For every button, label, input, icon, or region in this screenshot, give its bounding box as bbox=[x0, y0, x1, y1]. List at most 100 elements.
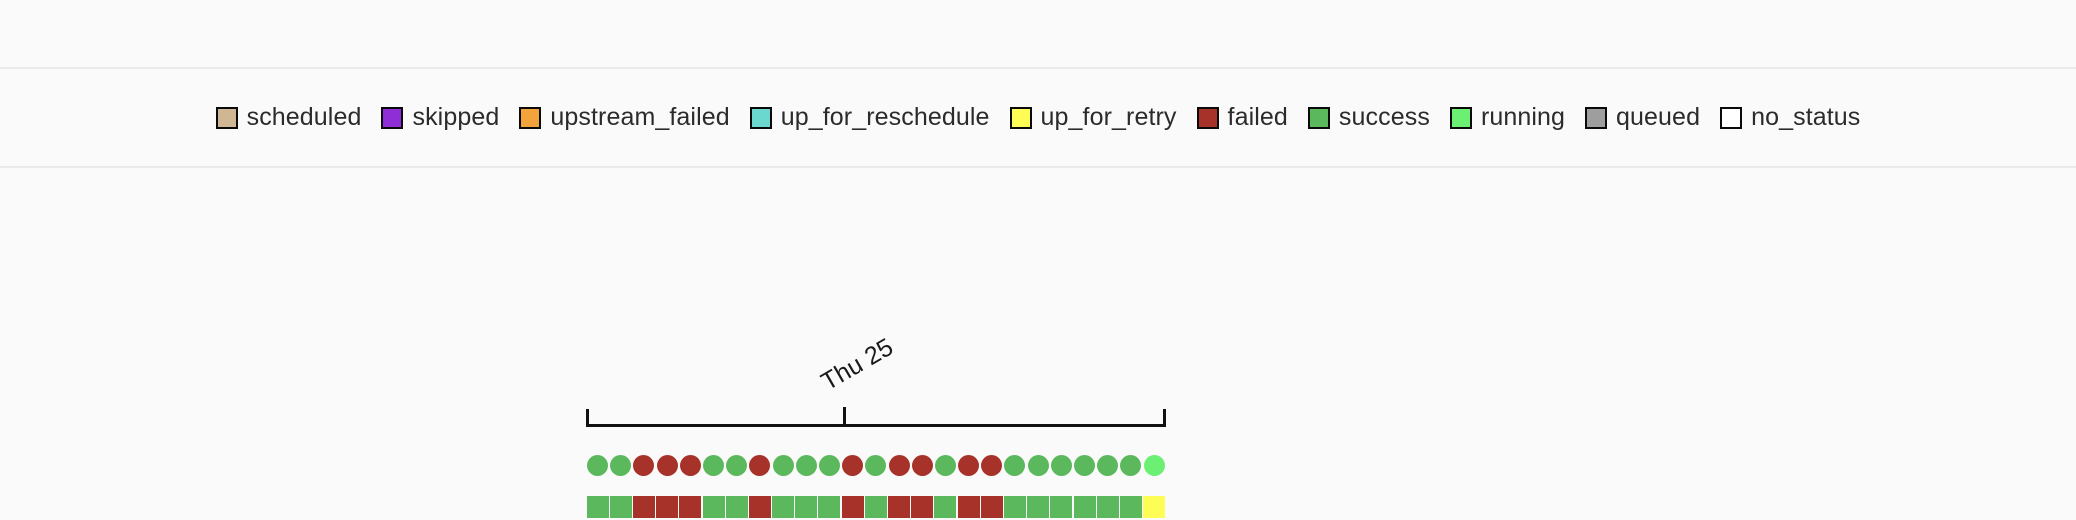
marker-cell[interactable] bbox=[609, 452, 632, 478]
legend-item-up-for-retry[interactable]: up_for_retry bbox=[1009, 105, 1177, 130]
marker-cell[interactable] bbox=[980, 494, 1003, 520]
marker-circle-success[interactable] bbox=[703, 454, 725, 476]
marker-cell[interactable] bbox=[1096, 494, 1119, 520]
legend-item-upstream-failed[interactable]: upstream_failed bbox=[519, 105, 730, 130]
marker-square-success[interactable] bbox=[1073, 496, 1096, 518]
legend-item-failed[interactable]: failed bbox=[1196, 105, 1288, 130]
marker-square-failed[interactable] bbox=[980, 496, 1003, 518]
marker-square-failed[interactable] bbox=[841, 496, 864, 518]
marker-cell[interactable] bbox=[1143, 452, 1166, 478]
marker-cell[interactable] bbox=[772, 494, 795, 520]
marker-cell[interactable] bbox=[1050, 494, 1073, 520]
marker-square-failed[interactable] bbox=[679, 496, 702, 518]
marker-cell[interactable] bbox=[911, 494, 934, 520]
marker-circle-success[interactable] bbox=[795, 454, 817, 476]
marker-circle-success[interactable] bbox=[587, 454, 609, 476]
marker-cell[interactable] bbox=[586, 452, 609, 478]
marker-cell[interactable] bbox=[841, 494, 864, 520]
marker-cell[interactable] bbox=[841, 452, 864, 478]
marker-square-success[interactable] bbox=[609, 496, 632, 518]
marker-cell[interactable] bbox=[818, 452, 841, 478]
marker-square-success[interactable] bbox=[864, 496, 887, 518]
marker-cell[interactable] bbox=[1027, 494, 1050, 520]
marker-circle-success[interactable] bbox=[1027, 454, 1049, 476]
marker-square-success[interactable] bbox=[1119, 496, 1142, 518]
marker-cell[interactable] bbox=[725, 494, 748, 520]
marker-square-success[interactable] bbox=[795, 496, 818, 518]
legend-item-scheduled[interactable]: scheduled bbox=[215, 105, 362, 130]
marker-cell[interactable] bbox=[1143, 494, 1166, 520]
marker-circle-failed[interactable] bbox=[911, 454, 933, 476]
marker-cell[interactable] bbox=[725, 452, 748, 478]
marker-circle-success[interactable] bbox=[1074, 454, 1096, 476]
marker-square-success[interactable] bbox=[1096, 496, 1119, 518]
marker-square-failed[interactable] bbox=[656, 496, 679, 518]
marker-square-failed[interactable] bbox=[957, 496, 980, 518]
marker-square-failed[interactable] bbox=[748, 496, 771, 518]
marker-cell[interactable] bbox=[934, 452, 957, 478]
marker-circle-failed[interactable] bbox=[749, 454, 771, 476]
marker-cell[interactable] bbox=[957, 494, 980, 520]
marker-cell[interactable] bbox=[702, 494, 725, 520]
marker-cell[interactable] bbox=[772, 452, 795, 478]
marker-square-success[interactable] bbox=[1027, 496, 1050, 518]
marker-cell[interactable] bbox=[1096, 452, 1119, 478]
marker-circle-success[interactable] bbox=[1004, 454, 1026, 476]
marker-circle-success[interactable] bbox=[1120, 454, 1142, 476]
marker-cell[interactable] bbox=[795, 452, 818, 478]
marker-square-success[interactable] bbox=[1050, 496, 1073, 518]
legend-item-running[interactable]: running bbox=[1449, 105, 1565, 130]
marker-cell[interactable] bbox=[934, 494, 957, 520]
marker-circle-failed[interactable] bbox=[679, 454, 701, 476]
marker-circle-failed[interactable] bbox=[633, 454, 655, 476]
marker-square-success[interactable] bbox=[702, 496, 725, 518]
marker-cell[interactable] bbox=[864, 494, 887, 520]
marker-cell[interactable] bbox=[702, 452, 725, 478]
marker-square-success[interactable] bbox=[934, 496, 957, 518]
marker-cell[interactable] bbox=[818, 494, 841, 520]
marker-cell[interactable] bbox=[632, 494, 655, 520]
marker-circle-failed[interactable] bbox=[981, 454, 1003, 476]
marker-circle-success[interactable] bbox=[1050, 454, 1072, 476]
marker-cell[interactable] bbox=[887, 494, 911, 520]
marker-cell[interactable] bbox=[1119, 494, 1142, 520]
marker-cell[interactable] bbox=[795, 494, 818, 520]
marker-cell[interactable] bbox=[586, 494, 609, 520]
marker-cell[interactable] bbox=[609, 494, 632, 520]
marker-square-success[interactable] bbox=[818, 496, 841, 518]
marker-circle-success[interactable] bbox=[610, 454, 632, 476]
legend-item-success[interactable]: success bbox=[1307, 105, 1430, 130]
marker-cell[interactable] bbox=[1119, 452, 1142, 478]
marker-circle-failed[interactable] bbox=[656, 454, 678, 476]
marker-square-failed[interactable] bbox=[632, 496, 655, 518]
marker-circle-success[interactable] bbox=[726, 454, 748, 476]
legend-item-queued[interactable]: queued bbox=[1585, 105, 1700, 130]
marker-cell[interactable] bbox=[679, 494, 702, 520]
marker-cell[interactable] bbox=[911, 452, 934, 478]
marker-circle-failed[interactable] bbox=[842, 454, 864, 476]
marker-cell[interactable] bbox=[887, 452, 910, 478]
marker-cell[interactable] bbox=[1027, 452, 1050, 478]
marker-cell[interactable] bbox=[1050, 452, 1073, 478]
marker-cell[interactable] bbox=[748, 494, 771, 520]
marker-square-success[interactable] bbox=[586, 496, 609, 518]
legend-item-no-status[interactable]: no_status bbox=[1720, 105, 1860, 130]
marker-cell[interactable] bbox=[1073, 494, 1096, 520]
marker-cell[interactable] bbox=[1003, 452, 1026, 478]
marker-cell[interactable] bbox=[957, 452, 980, 478]
marker-square-success[interactable] bbox=[1003, 496, 1026, 518]
legend-item-skipped[interactable]: skipped bbox=[381, 105, 499, 130]
marker-circle-failed[interactable] bbox=[888, 454, 910, 476]
marker-circle-failed[interactable] bbox=[958, 454, 980, 476]
marker-cell[interactable] bbox=[656, 494, 679, 520]
marker-cell[interactable] bbox=[748, 452, 771, 478]
marker-circle-success[interactable] bbox=[1097, 454, 1119, 476]
marker-square-failed[interactable] bbox=[911, 496, 934, 518]
marker-cell[interactable] bbox=[1003, 494, 1026, 520]
legend-item-up-for-reschedule[interactable]: up_for_reschedule bbox=[749, 105, 990, 130]
marker-cell[interactable] bbox=[1073, 452, 1096, 478]
marker-square-up-for-retry[interactable] bbox=[1143, 496, 1166, 518]
marker-cell[interactable] bbox=[980, 452, 1003, 478]
marker-circle-success[interactable] bbox=[865, 454, 887, 476]
marker-cell[interactable] bbox=[632, 452, 655, 478]
